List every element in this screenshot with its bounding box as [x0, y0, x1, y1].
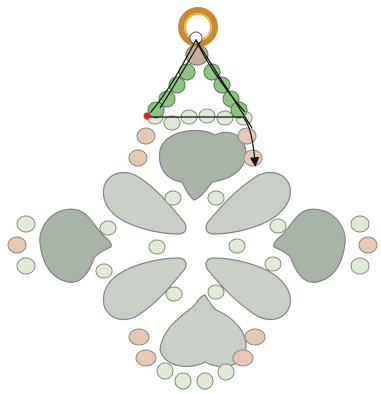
bead	[165, 191, 181, 205]
bead-tan	[136, 350, 156, 366]
bead	[17, 258, 35, 274]
bead-tan	[129, 329, 149, 345]
bead	[197, 373, 213, 389]
bead-tan	[137, 128, 155, 144]
bead	[270, 219, 286, 233]
bead	[265, 257, 281, 271]
bead	[199, 109, 215, 123]
bead	[100, 221, 116, 235]
bead	[217, 111, 233, 125]
bead	[218, 364, 234, 380]
petal-right	[274, 209, 345, 282]
bead	[351, 258, 369, 274]
bead	[208, 191, 224, 205]
bead	[164, 116, 180, 130]
bail-ring	[181, 10, 215, 44]
bead	[229, 239, 245, 253]
bail-beads	[148, 45, 247, 118]
bead-tan	[244, 150, 262, 166]
bead-tan	[233, 350, 253, 366]
bead	[96, 264, 112, 278]
bead-tan	[129, 150, 147, 166]
bead	[166, 287, 182, 301]
bead	[17, 216, 35, 232]
petal-group	[40, 130, 345, 366]
bead-tan	[238, 128, 256, 144]
bead-tan	[359, 237, 377, 253]
bead	[175, 373, 191, 389]
bead	[149, 240, 165, 254]
bead-tan	[8, 237, 26, 253]
bead	[351, 216, 369, 232]
start-dot	[144, 113, 151, 120]
petal-top	[160, 130, 246, 200]
bead	[208, 285, 224, 299]
bead	[157, 363, 173, 379]
bead-tan	[245, 329, 265, 345]
